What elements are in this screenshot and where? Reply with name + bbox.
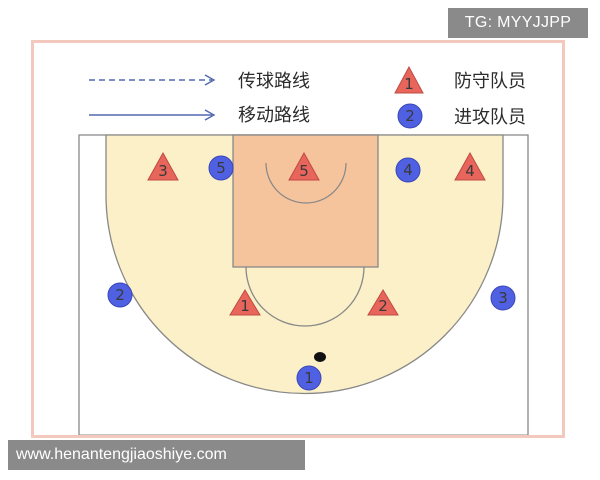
defender-number: 1 bbox=[240, 297, 250, 315]
attacker-number: 5 bbox=[216, 159, 226, 177]
watermark-bottom: www.henantengjiaoshiye.com bbox=[8, 440, 305, 470]
legend-defender-number: 1 bbox=[404, 75, 414, 93]
pass-route-arrowhead bbox=[204, 74, 216, 86]
attacker-number: 3 bbox=[498, 289, 508, 307]
attacker-number: 1 bbox=[304, 369, 314, 387]
move-route-arrowhead bbox=[204, 109, 216, 121]
legend-defender-symbol: 1 bbox=[394, 65, 424, 94]
legend-defender: 防守队员 bbox=[454, 71, 526, 92]
defender-number: 3 bbox=[158, 162, 168, 180]
defender-number: 5 bbox=[299, 162, 309, 180]
legend-attacker-symbol: 2 bbox=[397, 103, 423, 129]
legend-attacker-number: 2 bbox=[405, 107, 415, 125]
attacker: 5 bbox=[208, 155, 234, 181]
court-diagram: 传球路线 移动路线 1 防守队员 2 进攻队员 3 5 4 bbox=[78, 65, 529, 435]
defender: 2 bbox=[367, 289, 399, 316]
legend-pass-route: 传球路线 bbox=[238, 71, 310, 92]
defender-number: 2 bbox=[378, 297, 388, 315]
defender: 1 bbox=[229, 289, 261, 316]
ball bbox=[314, 352, 326, 362]
attacker: 4 bbox=[395, 157, 421, 183]
attacker: 3 bbox=[490, 285, 516, 311]
defender: 5 bbox=[288, 151, 320, 181]
defender: 4 bbox=[454, 151, 486, 181]
defender: 3 bbox=[147, 151, 179, 181]
watermark-top: TG: MYYJJPP bbox=[448, 8, 588, 38]
attacker: 1 bbox=[296, 365, 322, 391]
diagram-frame: 传球路线 移动路线 1 防守队员 2 进攻队员 3 5 4 bbox=[31, 40, 565, 438]
defender-number: 4 bbox=[465, 162, 475, 180]
attacker-number: 4 bbox=[403, 161, 413, 179]
legend-attacker: 进攻队员 bbox=[454, 107, 526, 128]
attacker-number: 2 bbox=[115, 286, 125, 304]
legend-move-route: 移动路线 bbox=[238, 105, 310, 126]
attacker: 2 bbox=[107, 282, 133, 308]
